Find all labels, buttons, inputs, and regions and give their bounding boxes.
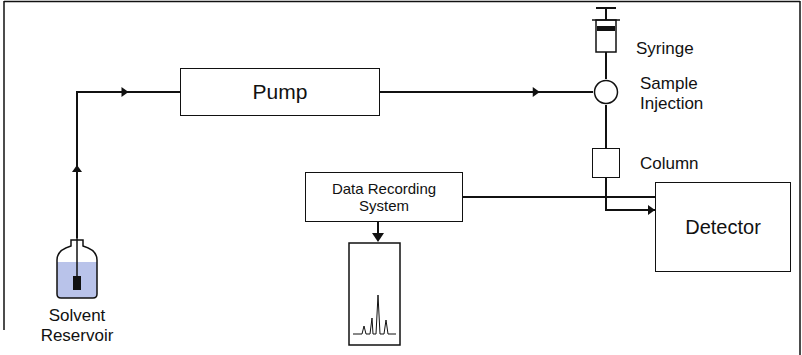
column-tube <box>592 148 620 178</box>
syringe-symbol: Syringe <box>588 6 758 70</box>
flow-line <box>606 178 655 210</box>
node-label: Data Recording System <box>306 180 462 215</box>
node-label: Pump <box>247 80 314 104</box>
flow-line <box>605 105 607 148</box>
arrowhead <box>72 165 82 172</box>
data-system-box: Data Recording System <box>305 172 463 222</box>
pump-box: Pump <box>180 68 380 116</box>
syringe-symbol <box>588 6 624 70</box>
output-arrowhead <box>372 233 384 242</box>
node-label: Solvent Reservoir <box>25 238 129 345</box>
node-label: Column <box>640 154 740 174</box>
frame-line <box>799 1 801 355</box>
arrowhead <box>122 87 129 97</box>
flow-line <box>606 70 607 79</box>
solvent-bottle: Solvent Reservoir <box>25 238 129 350</box>
node-label: Detector <box>679 216 767 239</box>
flow-line <box>463 197 655 198</box>
flow-line <box>77 92 180 238</box>
column-symbol: Column <box>592 148 742 180</box>
output-arrow <box>377 222 379 234</box>
node-label: Syringe <box>636 39 756 59</box>
flow-line <box>606 105 607 148</box>
frame-line <box>3 1 5 330</box>
flow-line <box>380 91 593 93</box>
injection-valve <box>593 79 619 105</box>
detector-box: Detector <box>655 182 791 272</box>
chromatogram-peaks <box>353 295 396 334</box>
solvent-bottle <box>53 238 101 300</box>
flow-line <box>605 70 607 79</box>
arrowhead <box>533 87 540 97</box>
flow-line <box>380 87 593 97</box>
frame-line <box>4 1 800 3</box>
injection-valve: Sample Injection <box>592 72 752 118</box>
arrowhead <box>648 205 655 215</box>
flow-line <box>463 196 655 198</box>
node-label: Sample Injection <box>640 74 750 113</box>
chromatogram-printout <box>349 243 400 345</box>
flow-line <box>72 87 180 238</box>
